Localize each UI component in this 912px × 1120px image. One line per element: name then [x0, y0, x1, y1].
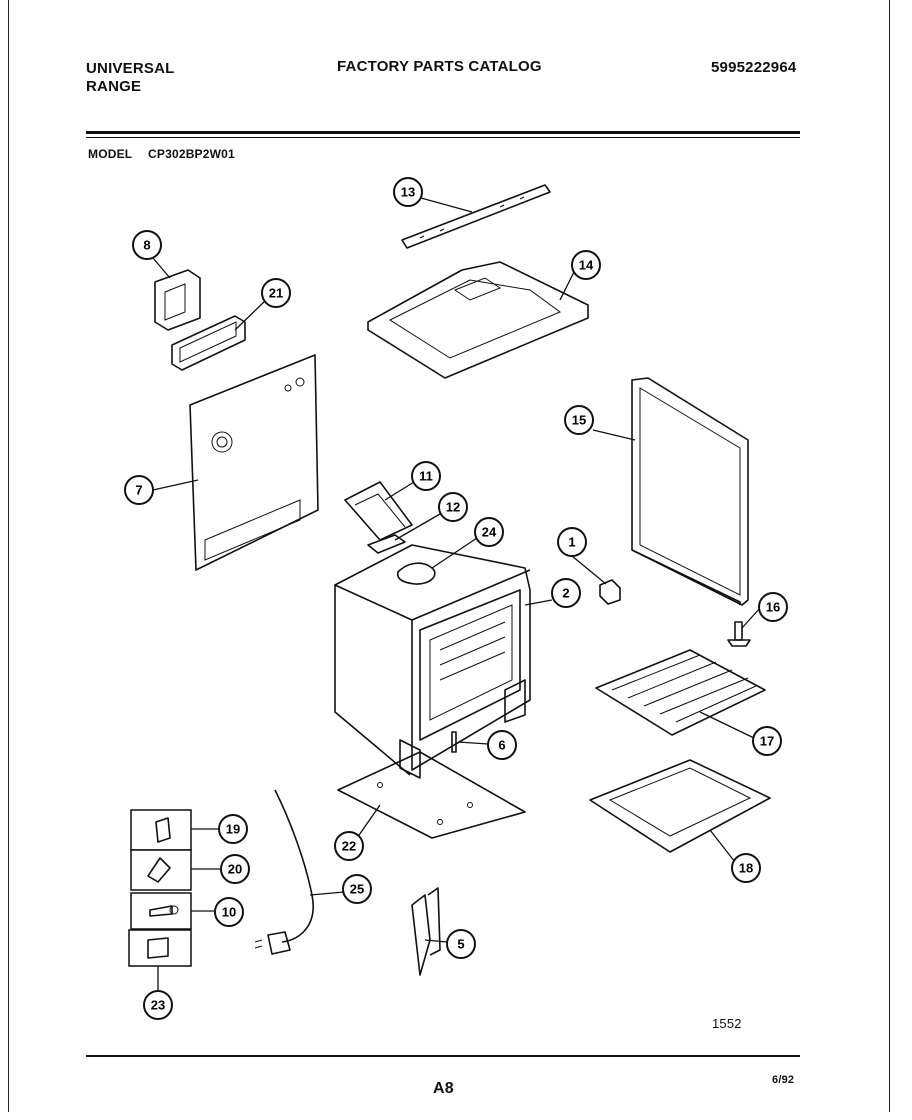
callout-2: 2	[551, 578, 581, 608]
part-5-bracket	[411, 887, 441, 976]
callout-14: 14	[571, 250, 601, 280]
part-22-bottom-panel	[337, 751, 526, 839]
callout-7: 7	[124, 475, 154, 505]
svg-text:20: 20	[228, 862, 242, 877]
part-21-gasket	[171, 315, 246, 371]
part-10-box	[130, 892, 192, 930]
callout-8: 8	[132, 230, 162, 260]
callout-6: 6	[487, 730, 517, 760]
part-15-door-frame	[631, 377, 749, 606]
callout-20: 20	[220, 854, 250, 884]
svg-text:6: 6	[498, 738, 505, 753]
part-18-broiler-pan	[589, 759, 771, 853]
svg-text:10: 10	[222, 905, 236, 920]
svg-text:23: 23	[151, 998, 165, 1013]
svg-text:8: 8	[143, 238, 150, 253]
callout-12: 12	[438, 492, 468, 522]
svg-text:1: 1	[568, 535, 575, 550]
svg-text:24: 24	[482, 525, 497, 540]
svg-text:13: 13	[401, 185, 415, 200]
svg-text:22: 22	[342, 839, 356, 854]
header-rule	[86, 131, 800, 134]
part-11-bracket	[344, 481, 413, 541]
callout-17: 17	[752, 726, 782, 756]
part-19-box	[130, 809, 192, 851]
callout-24: 24	[474, 517, 504, 547]
svg-text:19: 19	[226, 822, 240, 837]
callout-10: 10	[214, 897, 244, 927]
drawing-number: 1552	[712, 1016, 742, 1031]
svg-text:25: 25	[350, 882, 364, 897]
callout-13: 13	[393, 177, 423, 207]
catalog-title: FACTORY PARTS CATALOG	[337, 58, 542, 75]
part-2-oven-body	[334, 544, 531, 779]
callout-18: 18	[731, 853, 761, 883]
part-17-rack	[595, 649, 766, 736]
callout-15: 15	[564, 405, 594, 435]
svg-text:5: 5	[457, 937, 464, 952]
svg-text:16: 16	[766, 600, 780, 615]
svg-text:15: 15	[572, 413, 586, 428]
part-12-clip	[367, 534, 406, 554]
callout-21: 21	[261, 278, 291, 308]
svg-text:21: 21	[269, 286, 283, 301]
header-rule-thin	[86, 137, 800, 138]
part-24-element	[396, 562, 436, 585]
callout-19: 19	[218, 814, 248, 844]
part-13-rail	[401, 184, 551, 249]
part-6-pin	[451, 731, 457, 753]
model-label: MODEL	[88, 147, 133, 161]
callout-1: 1	[557, 527, 587, 557]
callout-11: 11	[411, 461, 441, 491]
svg-text:14: 14	[579, 258, 594, 273]
callout-22: 22	[334, 831, 364, 861]
page-frame	[8, 0, 890, 1112]
footer-rule	[86, 1055, 800, 1057]
part-23-box	[128, 929, 192, 967]
brand-line-2: RANGE	[86, 78, 142, 95]
svg-text:18: 18	[739, 861, 753, 876]
svg-text:17: 17	[760, 734, 774, 749]
part-20-box	[130, 849, 192, 891]
callout-16: 16	[758, 592, 788, 622]
page-number: A8	[433, 1080, 454, 1097]
leader-lines	[152, 197, 761, 990]
svg-text:11: 11	[419, 469, 433, 484]
part-14-top-panel	[367, 261, 589, 379]
callout-23: 23	[143, 990, 173, 1020]
revision-date: 6/92	[772, 1074, 795, 1086]
model-number: CP302BP2W01	[148, 147, 235, 161]
catalog-number: 5995222964	[711, 59, 797, 76]
svg-text:7: 7	[135, 483, 142, 498]
brand-line-1: UNIVERSAL	[86, 60, 175, 77]
part-1-knob	[599, 579, 621, 605]
part-8-bracket	[154, 269, 201, 331]
callout-5: 5	[446, 929, 476, 959]
part-25-power-cord	[254, 789, 314, 955]
svg-text:12: 12	[446, 500, 460, 515]
callout-25: 25	[342, 874, 372, 904]
part-7-side-panel	[189, 354, 319, 571]
part-16-leveler	[727, 621, 751, 647]
svg-text:2: 2	[562, 586, 569, 601]
